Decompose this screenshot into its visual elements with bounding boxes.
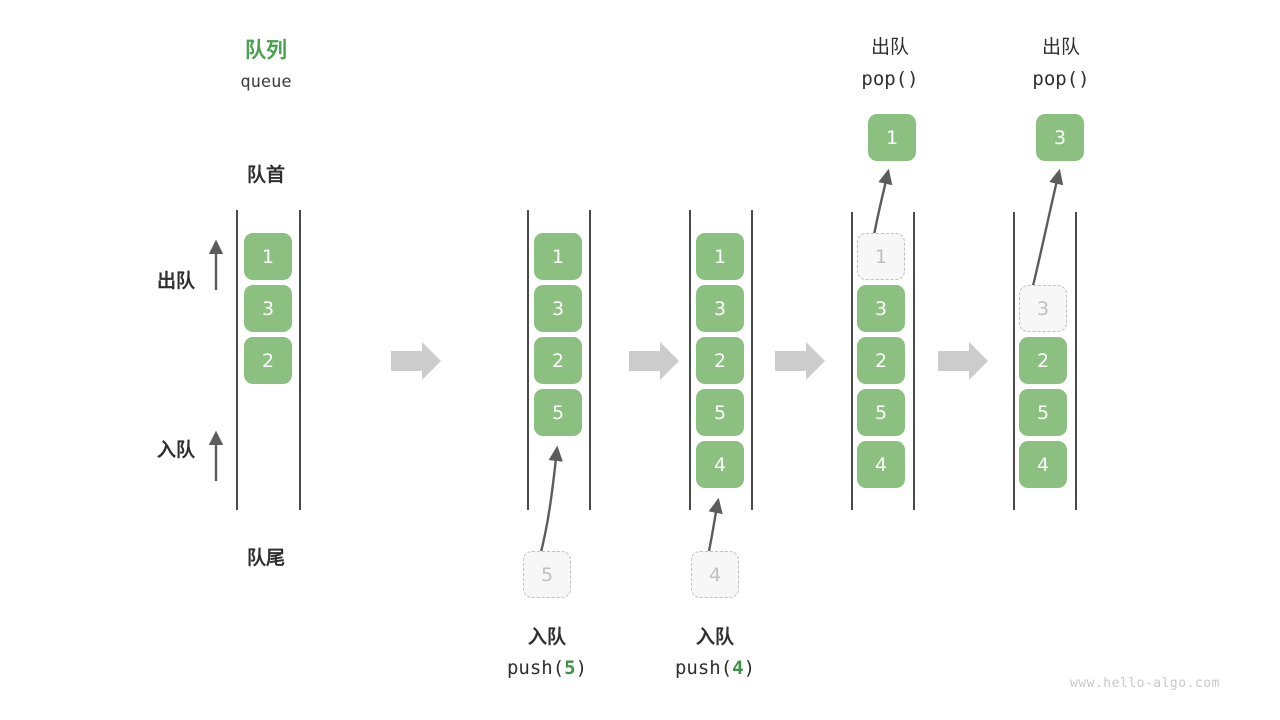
queue-rail-left-5 <box>1013 212 1015 510</box>
queue-cell: 2 <box>1019 337 1067 384</box>
queue-rail-left-2 <box>527 210 529 510</box>
popped-cell: 1 <box>868 114 916 161</box>
pop-1-header-code: pop() <box>861 68 919 90</box>
queue-cell-new: 4 <box>696 441 744 488</box>
push-4-code-prefix: push( <box>674 657 733 679</box>
queue-cell: 2 <box>534 337 582 384</box>
front-label: 队首 <box>246 164 285 186</box>
queue-cell: 4 <box>857 441 905 488</box>
queue-cell: 1 <box>244 233 292 280</box>
incoming-ghost-cell: 5 <box>523 551 571 598</box>
rear-label: 队尾 <box>246 547 285 569</box>
push-4-arrow <box>706 497 723 557</box>
queue-cell: 3 <box>857 285 905 332</box>
queue-rail-left-1 <box>236 210 238 510</box>
step-separator-arrow-1 <box>391 342 441 380</box>
step-separator-arrow-3 <box>775 342 825 380</box>
queue-cell: 5 <box>1019 389 1067 436</box>
queue-rail-right-1 <box>299 210 301 510</box>
enqueue-label: 入队 <box>156 439 195 461</box>
push-5-caption-code: push(5) <box>472 657 622 679</box>
step-separator-arrow-2 <box>629 342 679 380</box>
removed-ghost-cell: 1 <box>857 233 905 280</box>
pop-3-header-cn: 出队 <box>1041 36 1080 58</box>
queue-rail-right-3 <box>751 210 753 510</box>
pop-1-arrow <box>871 168 893 242</box>
push-5-code-prefix: push( <box>506 657 565 679</box>
watermark: www.hello-algo.com <box>1070 676 1220 691</box>
queue-cell: 5 <box>696 389 744 436</box>
queue-cell: 1 <box>534 233 582 280</box>
push-4-caption-cn: 入队 <box>695 626 734 648</box>
pop-3-arrow <box>1029 168 1064 295</box>
queue-cell: 1 <box>696 233 744 280</box>
push-4-code-arg: 4 <box>732 657 744 679</box>
queue-title-cn: 队列 <box>245 38 287 62</box>
queue-rail-right-4 <box>913 212 915 510</box>
queue-cell: 3 <box>244 285 292 332</box>
push-5-code-arg: 5 <box>564 657 576 679</box>
queue-cell-new: 5 <box>534 389 582 436</box>
queue-rail-left-4 <box>851 212 853 510</box>
queue-title-en: queue <box>240 72 292 92</box>
push-4-caption-code: push(4) <box>640 657 790 679</box>
pop-1-header-cn: 出队 <box>870 36 909 58</box>
queue-cell: 5 <box>857 389 905 436</box>
push-5-caption-cn: 入队 <box>527 626 566 648</box>
step-separator-arrow-4 <box>938 342 988 380</box>
popped-cell: 3 <box>1036 114 1084 161</box>
dequeue-label: 出队 <box>156 270 195 292</box>
queue-rail-right-5 <box>1075 212 1077 510</box>
queue-cell: 3 <box>534 285 582 332</box>
push-5-code-suffix: ) <box>575 657 588 679</box>
queue-cell: 2 <box>244 337 292 384</box>
push-4-code-suffix: ) <box>743 657 756 679</box>
queue-cell: 3 <box>696 285 744 332</box>
queue-cell: 2 <box>857 337 905 384</box>
queue-rail-left-3 <box>689 210 691 510</box>
queue-cell: 2 <box>696 337 744 384</box>
push-5-arrow <box>538 445 563 557</box>
removed-ghost-cell: 3 <box>1019 285 1067 332</box>
queue-rail-right-2 <box>589 210 591 510</box>
pop-3-header-code: pop() <box>1032 68 1090 90</box>
queue-cell: 4 <box>1019 441 1067 488</box>
incoming-ghost-cell: 4 <box>691 551 739 598</box>
